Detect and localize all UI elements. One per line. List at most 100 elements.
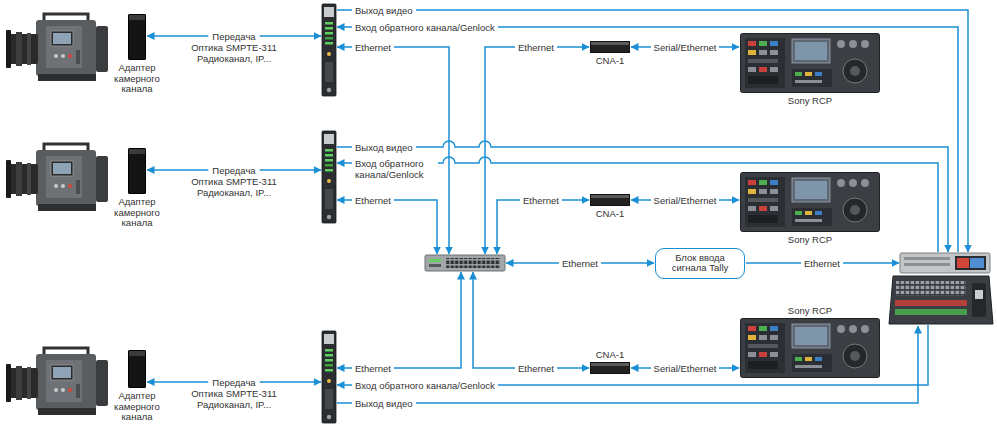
signal-line [260,381,321,383]
spacer [262,377,282,388]
transmission-label: Передача Оптика SMPTE-311 Радиоканал, IP… [186,165,282,198]
production-switcher [904,257,950,260]
node-label: Sony RCP [770,235,850,246]
signal-label: Ethernet [352,363,394,374]
signal-label: Выход видео [352,5,416,16]
camera-adapter: Адаптер камерного канала [128,14,146,60]
cna-unit-shape [590,194,630,206]
signal-label: Ethernet [801,258,843,269]
node-label: CNA-1 [585,350,635,361]
rcp-panel-shape [740,172,880,232]
production-switcher [895,309,967,315]
camera-adapter-shape [128,148,146,194]
node-label: Блок ввода сигнала Tally [661,253,739,274]
rcp-panel-picture [741,319,880,378]
camera-picture [6,14,108,415]
signal-line [147,35,208,37]
production-switcher [895,300,967,306]
signal-line [147,381,208,383]
rcp-panel: Sony RCP [740,172,880,232]
signal-line [473,272,589,368]
spacer [262,165,282,176]
camera-adapter: Адаптер камерного канала [128,350,146,388]
signal-label: Вход обратного канала/Genlock [352,380,498,391]
cna-unit: CNA-1 [590,362,630,374]
signal-label: Вход обратного канала/Genlock [352,158,438,180]
node-label: Адаптер камерного канала [107,197,167,229]
production-switcher [972,283,986,317]
label-box: CNA-1 [585,350,635,361]
signal-label: Ethernet [520,195,562,206]
rcp-panel-picture [741,173,880,232]
signal-line [260,35,321,37]
rcp-panel: Sony RCP [740,33,880,93]
production-switcher [900,253,990,273]
cna-unit-shape [590,41,630,53]
production-switcher [904,263,950,266]
production-switcher [975,290,983,299]
spacer [186,31,206,42]
signal-line [337,141,948,252]
camera-picture [6,144,108,211]
node-label: CNA-1 [585,209,635,220]
rcp-panel: Sony RCP [740,318,880,378]
signal-label: Ethernet [352,42,394,53]
label-box: Sony RCP [770,96,850,107]
signal-line [147,169,208,171]
node-label: Sony RCP [770,96,850,107]
signal-line [497,200,589,254]
rcp-panel-picture [741,34,880,93]
base-station [322,4,336,423]
network-switch [446,258,500,268]
connector-label: Serial/Ethernet [651,195,720,206]
node-label: CNA-1 [585,56,635,67]
spacer [186,165,206,176]
camera-adapter: Адаптер камерного канала [128,148,146,194]
production-switcher [970,258,984,268]
production-switcher [889,253,993,324]
cna-unit-shape [590,362,630,374]
production-switcher [896,281,966,296]
production-switcher [889,276,993,324]
signal-label: Ethernet [515,42,557,53]
camera-adapter-shape [128,350,146,388]
camera-picture [6,14,108,81]
signal-label: Вход обратного канала/Genlock [352,22,498,33]
signal-line [485,47,589,254]
signal-label: Выход видео [352,142,416,153]
signal-line [260,169,321,171]
spacer [186,377,206,388]
label-box: CNA-1 [585,56,635,67]
label-box: CNA-1 [585,209,635,220]
signal-line [337,272,461,368]
label-box: Sony RCP [770,306,850,317]
network-switch [425,255,505,271]
signal-line [337,200,437,254]
node-label: Адаптер камерного канала [107,391,167,423]
signal-label: Ethernet [559,258,601,269]
label-box: Адаптер камерного канала [107,197,167,229]
base-station [322,4,336,96]
rcp-panel-shape [740,318,880,378]
signal-line [337,47,449,254]
rcp-panel-shape [740,33,880,93]
label-box: Адаптер камерного канала [107,63,167,95]
label-box: Sony RCP [770,235,850,246]
base-station [322,131,336,223]
signal-label: Выход видео [352,398,416,409]
rcp-panel-picture [740,318,880,378]
transmission-label: Передача Оптика SMPTE-311 Радиоканал, IP… [186,377,282,410]
spacer [262,31,282,42]
connector-label: Serial/Ethernet [651,363,720,374]
connector-label: Serial/Ethernet [651,42,720,53]
rcp-panel-picture [740,33,880,93]
signal-label: Ethernet [515,363,557,374]
camera-adapter-shape [128,14,146,60]
network-switch [425,255,505,271]
base-station [322,331,336,423]
network-switch [429,264,441,267]
production-switcher [955,256,986,270]
node-label: Адаптер камерного канала [107,63,167,95]
cna-unit: CNA-1 [590,41,630,53]
